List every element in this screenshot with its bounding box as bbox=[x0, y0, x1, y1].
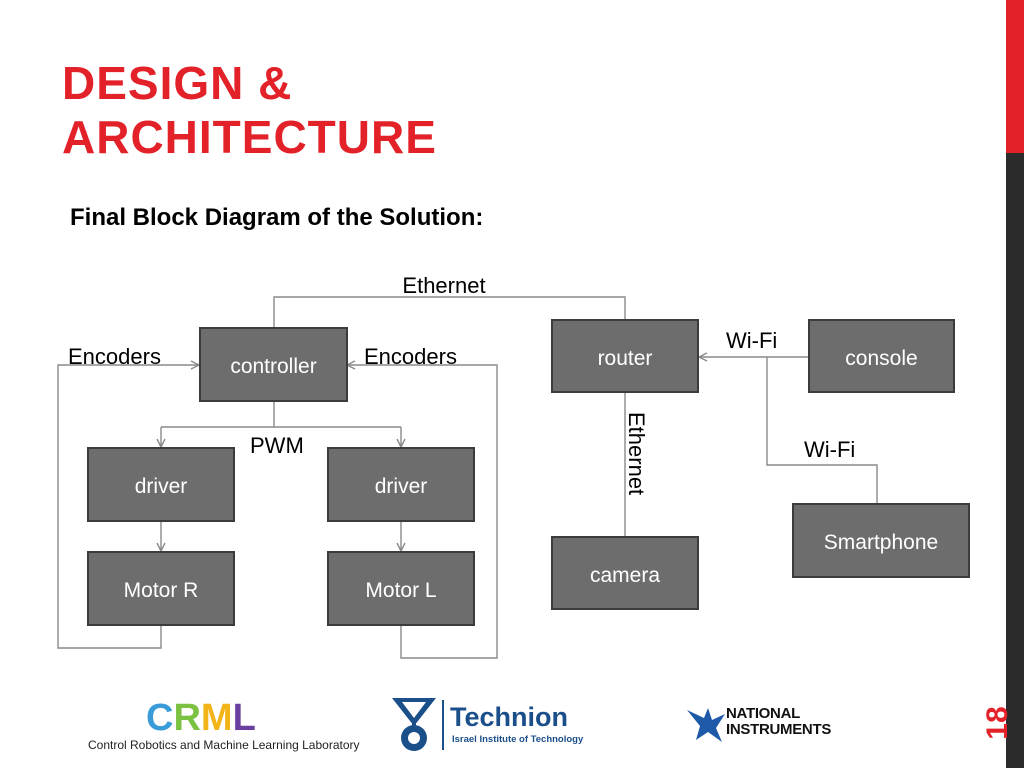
node-motor-l-label: Motor L bbox=[365, 579, 436, 602]
technion-divider bbox=[442, 700, 444, 750]
label-encoders-right: Encoders bbox=[364, 344, 457, 369]
slide-title: DESIGN & ARCHITECTURE bbox=[62, 56, 437, 164]
technion-name: Technion bbox=[450, 702, 568, 732]
side-dark-bar bbox=[1006, 153, 1024, 768]
node-camera-label: camera bbox=[590, 564, 660, 587]
crml-letter-r: R bbox=[173, 697, 201, 739]
crml-subtitle: Control Robotics and Machine Learning La… bbox=[88, 738, 360, 752]
connectors bbox=[57, 296, 878, 659]
label-wifi-console: Wi-Fi bbox=[726, 328, 777, 353]
edge-smartphone-wifi bbox=[766, 357, 878, 504]
node-camera: camera bbox=[551, 536, 699, 610]
edge-encoder-right bbox=[347, 365, 498, 659]
ni-line1: NATIONAL bbox=[726, 705, 800, 722]
slide-title-line1: DESIGN & bbox=[62, 57, 293, 109]
node-console: console bbox=[808, 319, 955, 393]
ni-line2: INSTRUMENTS bbox=[726, 721, 832, 738]
national-instruments-logo: NATIONAL INSTRUMENTS bbox=[686, 700, 856, 750]
node-router-label: router bbox=[598, 347, 653, 370]
label-ethernet-top: Ethernet bbox=[402, 273, 485, 298]
node-driver-r: driver bbox=[87, 447, 235, 522]
crml-letter-m: M bbox=[200, 697, 233, 739]
technion-emblem-icon bbox=[392, 698, 436, 751]
crml-letter-c: C bbox=[146, 697, 174, 739]
crml-logo: CRML Control Robotics and Machine Learni… bbox=[88, 696, 360, 760]
label-pwm: PWM bbox=[250, 433, 304, 458]
ni-eagle-icon bbox=[687, 708, 725, 742]
side-accent-bar bbox=[1006, 0, 1024, 153]
technion-logo: Technion Israel Institute of Technology bbox=[390, 696, 584, 756]
node-console-label: console bbox=[845, 347, 917, 370]
block-diagram: controller driver driver Motor R Motor L… bbox=[57, 273, 970, 659]
node-driver-r-label: driver bbox=[135, 475, 188, 498]
node-motor-r-label: Motor R bbox=[124, 579, 199, 602]
node-controller: controller bbox=[199, 327, 348, 402]
node-driver-l: driver bbox=[327, 447, 475, 522]
node-motor-l: Motor L bbox=[327, 551, 475, 626]
label-encoders-left: Encoders bbox=[68, 344, 161, 369]
slide-title-line2: ARCHITECTURE bbox=[62, 111, 437, 163]
technion-subtitle: Israel Institute of Technology bbox=[452, 734, 584, 745]
label-ethernet-camera: Ethernet bbox=[624, 412, 649, 495]
diagram-subtitle: Final Block Diagram of the Solution: bbox=[70, 204, 484, 231]
edge-controller-router-ethernet bbox=[273, 296, 626, 328]
ni-wordmark: NATIONAL INSTRUMENTS bbox=[726, 706, 831, 738]
edge-encoder-left bbox=[57, 365, 199, 649]
node-router: router bbox=[551, 319, 699, 393]
node-driver-l-label: driver bbox=[375, 475, 428, 498]
crml-wordmark: CRML bbox=[146, 696, 256, 740]
slide-number: 18 bbox=[981, 706, 1014, 740]
node-controller-label: controller bbox=[230, 355, 316, 378]
node-smartphone: Smartphone bbox=[792, 503, 970, 578]
node-smartphone-label: Smartphone bbox=[824, 531, 938, 554]
label-wifi-smartphone: Wi-Fi bbox=[804, 437, 855, 462]
crml-letter-l: L bbox=[232, 697, 256, 739]
node-motor-r: Motor R bbox=[87, 551, 235, 626]
